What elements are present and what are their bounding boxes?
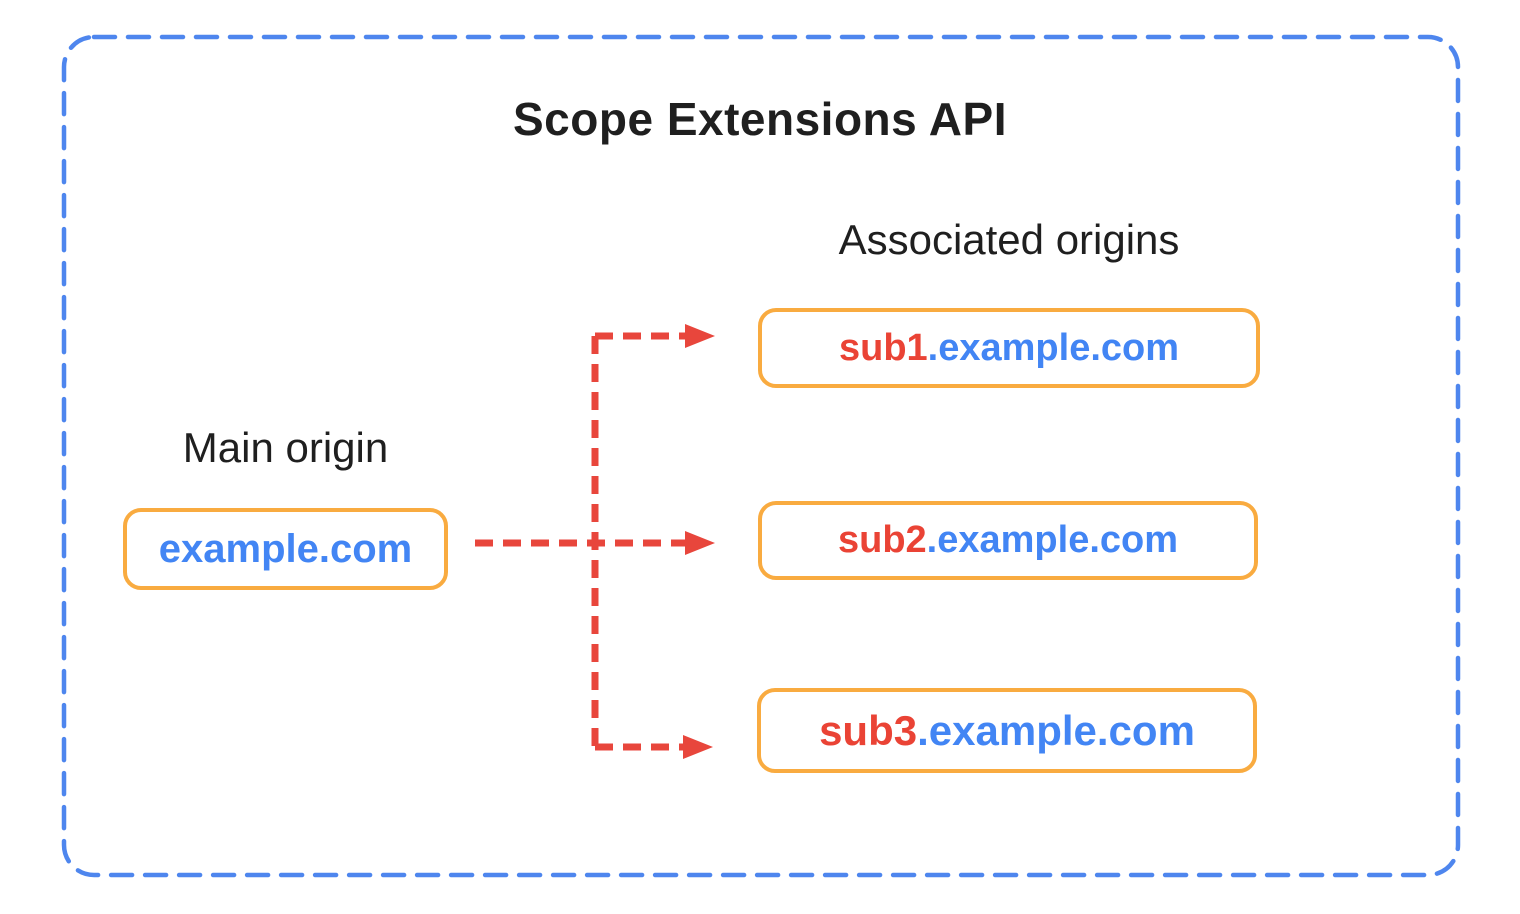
scope-boundary-border bbox=[61, 34, 1461, 878]
main-origin-text: example.com bbox=[158, 526, 413, 571]
arrowhead-sub2-icon bbox=[685, 531, 715, 555]
diagram-title: Scope Extensions API bbox=[513, 93, 1007, 145]
sub2-prefix-text: sub2 bbox=[837, 519, 927, 561]
sub3-prefix-text: sub3 bbox=[819, 706, 918, 754]
sub3-suffix-text: .example.com bbox=[917, 706, 1195, 754]
sub2-suffix-text: .example.com bbox=[926, 519, 1179, 561]
associated-origin-box-sub2: sub2.example.com bbox=[758, 501, 1258, 580]
main-origin-box: example.com bbox=[123, 508, 448, 590]
arrowhead-sub3-icon bbox=[683, 735, 713, 759]
sub1-suffix-text: .example.com bbox=[927, 326, 1180, 369]
arrowhead-sub1-icon bbox=[685, 324, 715, 348]
sub1-prefix-text: sub1 bbox=[838, 326, 928, 369]
associated-origins-label: Associated origins bbox=[838, 216, 1180, 263]
associated-origin-box-sub1: sub1.example.com bbox=[758, 308, 1260, 388]
main-origin-label: Main origin bbox=[182, 424, 389, 471]
associated-origin-box-sub3: sub3.example.com bbox=[757, 688, 1257, 773]
